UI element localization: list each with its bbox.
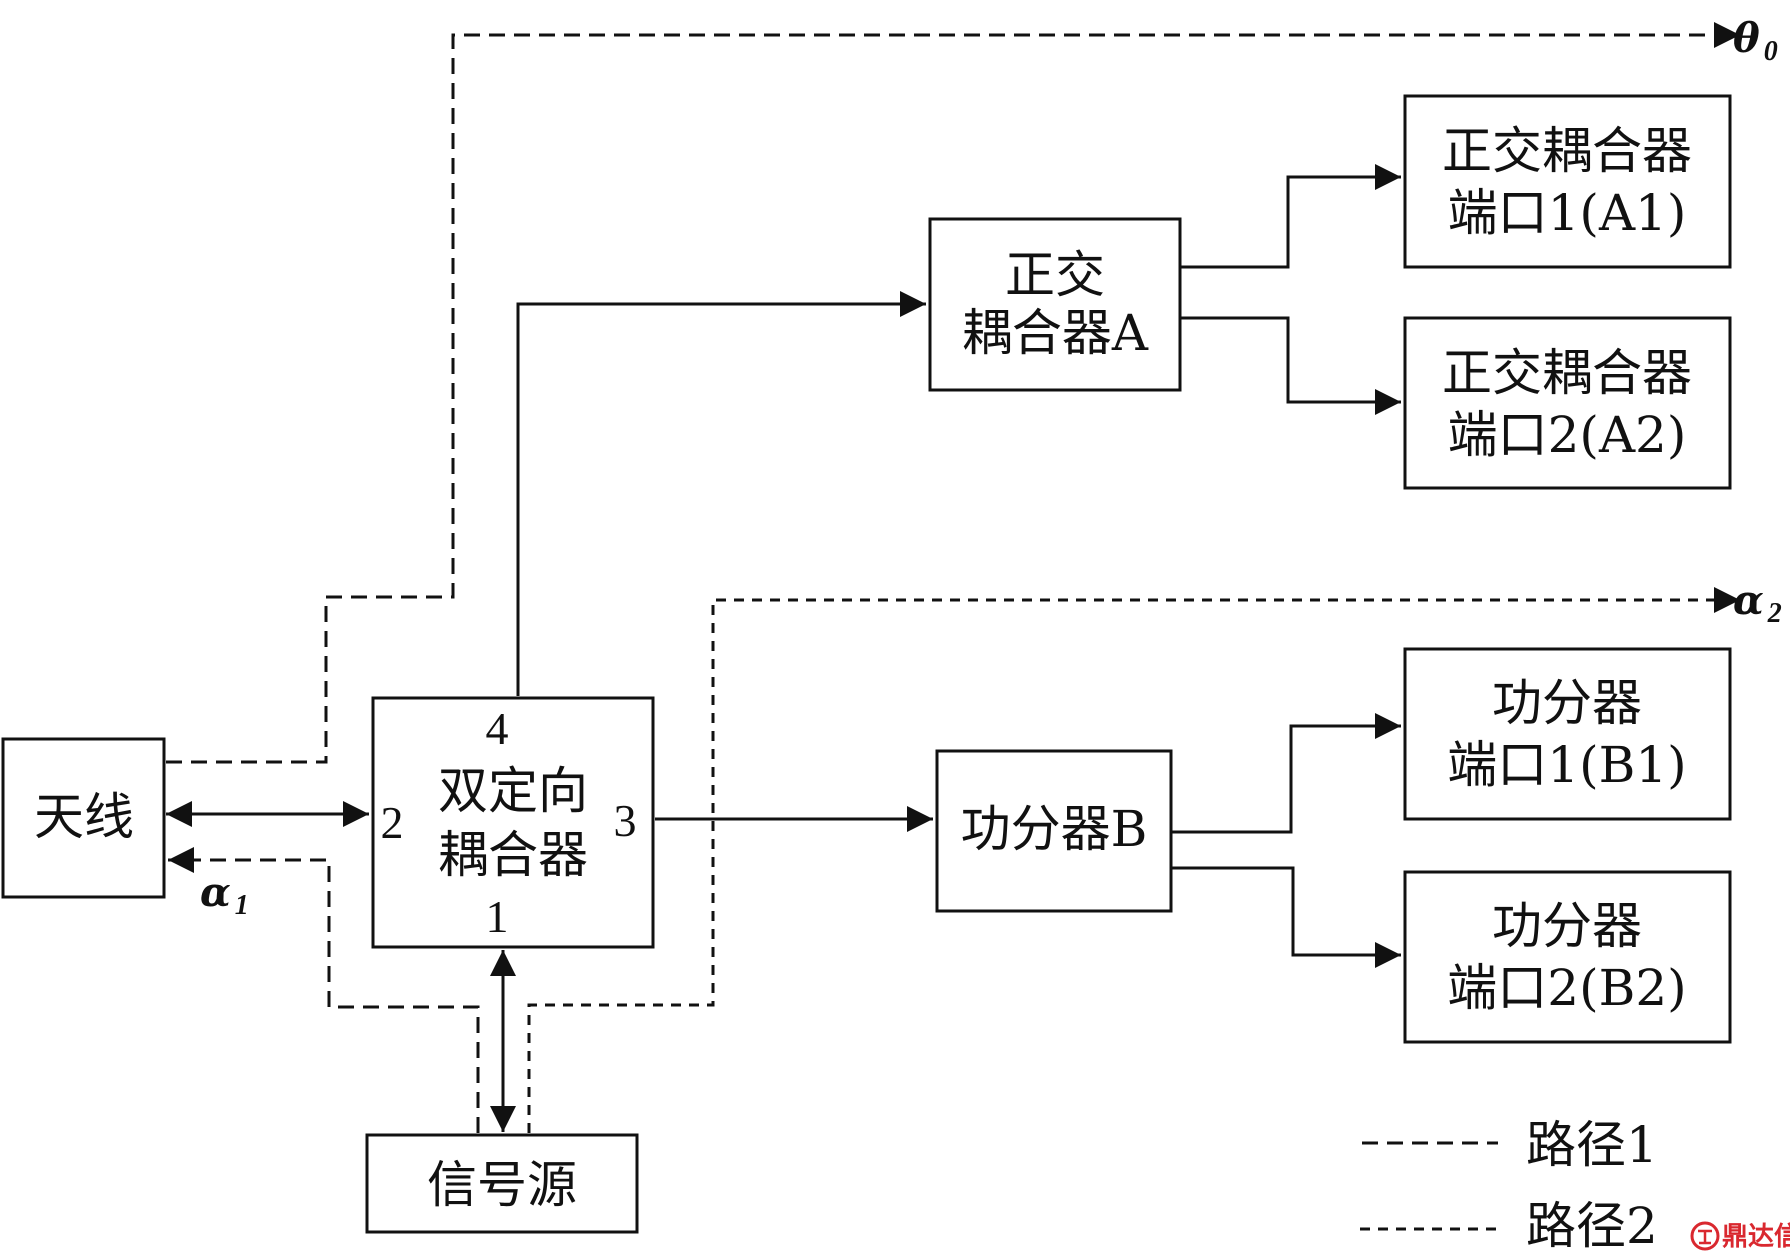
signal-source-label: 信号源	[427, 1156, 577, 1214]
legend-path1-label: 路径1	[1526, 1116, 1658, 1174]
watermark-icon	[1690, 1221, 1720, 1251]
alpha2-subscript: 2	[1767, 598, 1782, 629]
path2-source-to-alpha2	[527, 587, 1740, 1133]
splitter-port-b2-label-line2: 端口2(B2)	[1447, 959, 1686, 1017]
watermark-text: 鼎达信	[1722, 1222, 1790, 1252]
coupler-label-line2: 耦合器	[438, 826, 588, 884]
quad-port-a1-label-line2: 端口1(A1)	[1448, 184, 1687, 242]
splitter-b-to-b2-link	[1171, 866, 1401, 968]
signal-source-box	[365, 1133, 639, 1234]
quad-port-a2-box	[1403, 316, 1732, 490]
power-splitter-b-box	[935, 749, 1173, 913]
antenna-box	[1, 737, 166, 899]
quad-port-a2-label-line2: 端口2(A2)	[1448, 406, 1687, 464]
theta0-subscript: 0	[1764, 36, 1778, 67]
coupler-port-2: 2	[381, 797, 404, 848]
watermark-logo: 鼎达信	[1690, 1221, 1790, 1252]
alpha1-subscript: 1	[235, 890, 249, 921]
coupler-port-4: 4	[486, 703, 509, 754]
quad-a-to-a2-link	[1180, 316, 1401, 415]
coupler-label-line1: 双定向	[438, 762, 588, 820]
path1-source-to-antenna	[168, 847, 480, 1133]
quad-port-a1-label-line1: 正交耦合器	[1442, 122, 1692, 180]
splitter-b-label: 功分器B	[961, 800, 1148, 858]
path1-antenna-to-theta0	[166, 22, 1740, 764]
quadrature-coupler-a-box	[928, 217, 1182, 392]
dual-directional-coupler-box	[371, 696, 655, 949]
splitter-port-b1-label-line2: 端口1(B1)	[1447, 736, 1686, 794]
alpha1-letter: α	[200, 869, 231, 916]
quad-a-to-a1-link	[1180, 164, 1401, 269]
splitter-port-b2-label-line1: 功分器	[1492, 897, 1642, 955]
splitter-port-b1-box	[1403, 647, 1732, 821]
splitter-port-b1-label-line1: 功分器	[1492, 674, 1642, 732]
quad-coupler-a-label-line2: 耦合器A	[962, 304, 1149, 362]
splitter-port-b2-box	[1403, 870, 1732, 1044]
quad-coupler-a-label-line1: 正交	[1005, 246, 1105, 304]
quad-port-a2-label-line1: 正交耦合器	[1442, 344, 1692, 402]
coupler-to-quad-a-link	[516, 291, 926, 696]
coupler-port-3: 3	[614, 795, 637, 846]
coupler-port-1: 1	[486, 891, 509, 942]
alpha2-letter: α	[1733, 577, 1764, 624]
theta0-letter: θ	[1733, 15, 1760, 62]
splitter-b-to-b1-link	[1171, 713, 1401, 834]
antenna-label: 天线	[34, 788, 134, 846]
legend: 路径1 路径2	[1360, 1116, 1658, 1255]
legend-path2-label: 路径2	[1526, 1197, 1658, 1255]
quad-port-a1-box	[1403, 94, 1732, 269]
